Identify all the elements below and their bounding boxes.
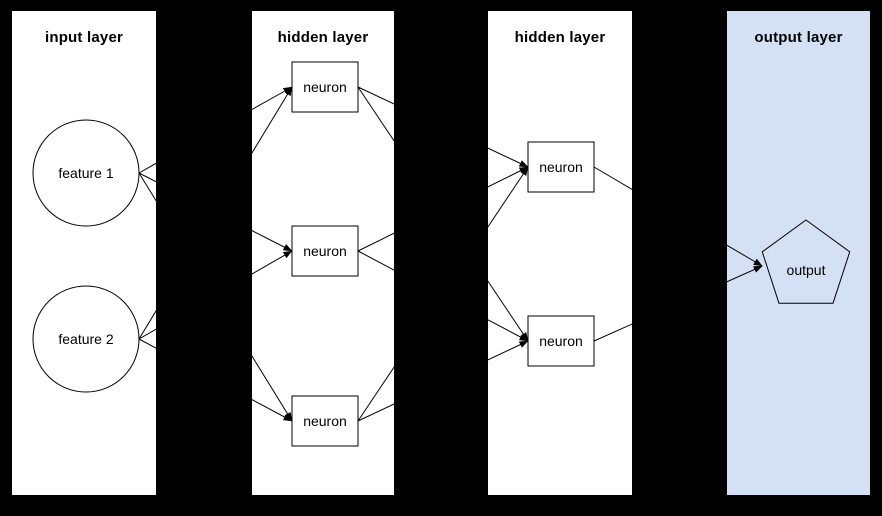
node-label-feature-1: feature 1: [58, 165, 114, 181]
node-label-h2-neuron-1: neuron: [539, 159, 583, 175]
layer-panel-input: input layer: [11, 10, 157, 496]
layer-title-input: input layer: [44, 29, 124, 46]
node-label-feature-2: feature 2: [58, 331, 114, 347]
layer-title-hidden-2: hidden layer: [514, 29, 606, 46]
layer-title-output: output layer: [754, 29, 843, 46]
layer-panel-output: output layer: [726, 10, 871, 496]
layer-title-hidden-1: hidden layer: [277, 29, 369, 46]
layer-panel-hidden-2: hidden layer: [487, 10, 633, 496]
node-label-h2-neuron-2: neuron: [539, 333, 583, 349]
node-label-h1-neuron-3: neuron: [303, 413, 347, 429]
node-label-output-node: output: [786, 262, 826, 278]
node-label-h1-neuron-1: neuron: [303, 79, 347, 95]
node-label-h1-neuron-2: neuron: [303, 243, 347, 259]
